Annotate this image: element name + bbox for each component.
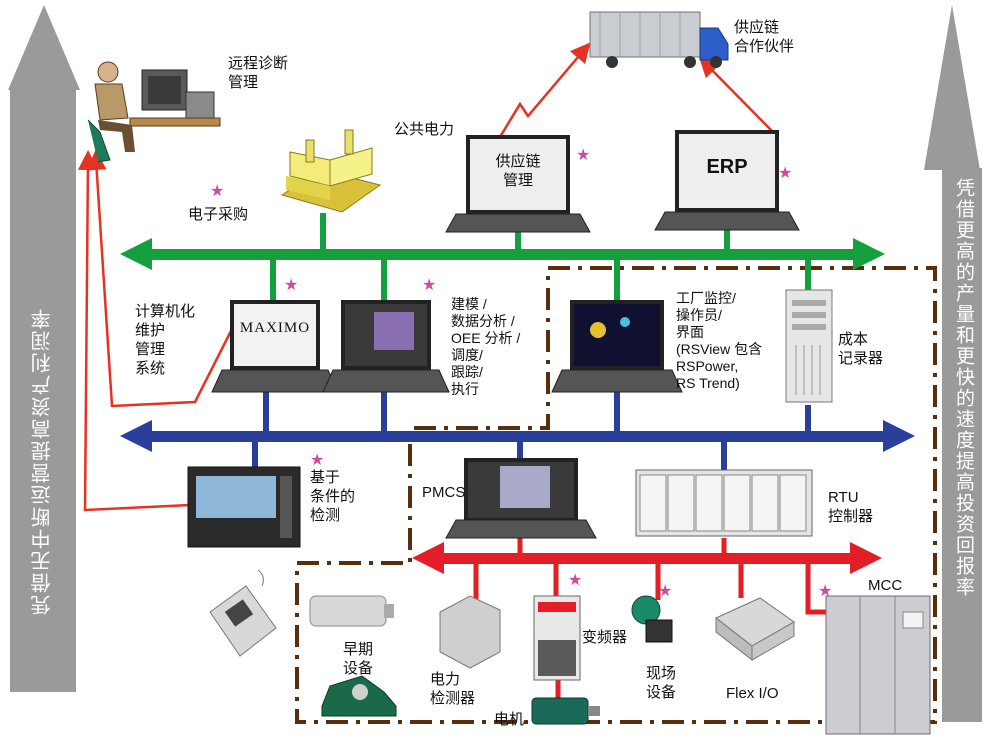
condition-monitor-panel-icon: [187, 466, 301, 548]
svg-text:★: ★: [568, 570, 582, 589]
right-arrow-text: 凭借更高的产量和更快的速度提高投资回报率: [953, 178, 974, 598]
laptop-modeling: [322, 300, 450, 393]
svg-text:★: ★: [576, 145, 590, 164]
star-markers: ★ ★ ★ ★ ★ ★ ★ ★ ★: [210, 145, 832, 600]
left-big-arrow: [8, 5, 80, 692]
svg-text:★: ★: [422, 275, 436, 294]
maximo-screen-label: MAXIMO: [239, 320, 311, 336]
rtu-label: RTU 控制器: [828, 489, 874, 525]
early-motor-icon: [309, 595, 394, 627]
laptop-pmcs: [445, 458, 597, 539]
public-power-label: 公共电力: [394, 121, 455, 138]
supply-partner-label: 供应链 合作伙伴: [734, 19, 795, 55]
vfd-label: 变频器: [582, 629, 628, 646]
laptop-erp: [654, 130, 800, 231]
motor-icon: [531, 697, 600, 725]
mcc-label: MCC: [868, 577, 903, 594]
svg-text:★: ★: [210, 181, 224, 200]
bearing-block-icon: [321, 675, 397, 717]
right-big-arrow: [924, 5, 982, 722]
device-drops: [473, 532, 828, 700]
remote-links: [77, 42, 774, 512]
svg-text:★: ★: [284, 275, 298, 294]
cost-recorder-label: 成本 记录器: [838, 331, 884, 367]
plant-monitor-label: 工厂监控/ 操作员/ 界面 (RSView 包含 RSPower, RS Tre…: [676, 290, 763, 391]
left-arrow-text: 凭借无中断运营提高资产利润率: [32, 307, 54, 615]
power-monitor-icon: [439, 595, 501, 669]
flex-io-label: Flex I/O: [726, 685, 779, 702]
svg-text:★: ★: [818, 581, 832, 600]
modeling-label: 建模 / 数据分析 / OEE 分析 / 调度/ 跟踪/ 执行: [451, 296, 521, 397]
svg-text:★: ★: [778, 163, 792, 182]
power-monitor-label: 电力 检测器: [430, 671, 476, 707]
truck-icon: [589, 11, 729, 68]
rtu-controller-icon: [635, 469, 813, 537]
plant-boundary: [295, 266, 937, 724]
plant-drops: [252, 392, 811, 470]
device-bus: [412, 542, 882, 574]
supply-chain-screen-label: 供应链 管理: [495, 153, 541, 189]
server-tower-icon: [785, 289, 833, 403]
cmms-label: 计算机化 维护 管理 系统: [135, 303, 196, 377]
remote-diagnosis-label: 远程诊断 管理: [228, 55, 289, 91]
handheld-device-icon: [209, 569, 277, 657]
svg-text:★: ★: [658, 581, 672, 600]
flex-io-icon: [715, 597, 795, 662]
condition-monitoring-label: 基于 条件的 检测: [310, 469, 356, 524]
laptop-maximo: [211, 300, 339, 393]
pmcs-label: PMCS: [422, 484, 466, 501]
early-device-label: 早期 设备: [343, 641, 374, 677]
plant-bus: [120, 420, 915, 452]
enterprise-bus: [120, 238, 885, 270]
enterprise-drops: [270, 213, 811, 302]
e-procurement-label: 电子采购: [188, 206, 249, 223]
laptop-plant-monitor: [551, 300, 683, 393]
factory-icon: [280, 129, 382, 213]
laptop-supply-chain: [445, 135, 591, 233]
engineer-workstation-icon: [87, 61, 221, 163]
svg-text:★: ★: [310, 450, 324, 469]
field-transmitter-icon: [631, 595, 673, 643]
drive-unit-icon: [533, 595, 581, 681]
motor-label: 电机: [494, 711, 525, 728]
field-device-label: 现场 设备: [646, 665, 677, 701]
mcc-cabinet-icon: [825, 595, 931, 735]
erp-screen-label: ERP: [706, 156, 748, 178]
